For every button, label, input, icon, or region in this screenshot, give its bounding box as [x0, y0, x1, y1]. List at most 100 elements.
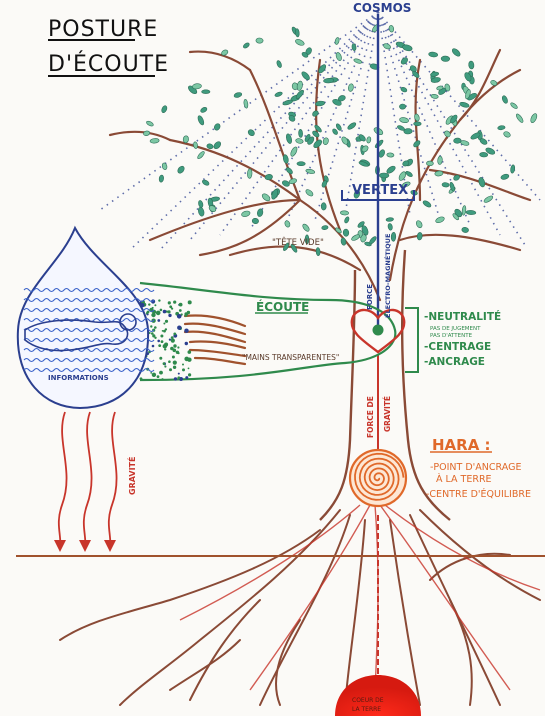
- cosmos-rays: [99, 11, 541, 251]
- leaf: [430, 77, 441, 83]
- particle: [177, 372, 180, 375]
- leaf: [149, 138, 160, 144]
- leaf: [435, 216, 445, 224]
- coeur-terre-label-1: COEUR DE: [352, 697, 384, 704]
- particle: [164, 348, 167, 351]
- leaf: [312, 110, 319, 117]
- leaf: [296, 161, 306, 167]
- particle: [187, 300, 192, 305]
- leaf: [351, 43, 357, 51]
- leaf: [146, 120, 154, 127]
- leaf: [510, 102, 518, 109]
- leaf: [450, 114, 458, 124]
- leaf: [282, 99, 293, 106]
- leaf: [369, 236, 377, 245]
- leaf: [405, 171, 413, 177]
- leaf: [483, 195, 494, 203]
- leaf: [161, 105, 168, 113]
- leaf: [281, 180, 290, 187]
- tete-vide-label: "TÊTE VIDE": [272, 236, 324, 248]
- leaf: [143, 130, 151, 136]
- particle: [182, 363, 184, 366]
- leaf: [247, 129, 255, 137]
- leaf: [283, 242, 290, 251]
- leaf: [334, 37, 340, 45]
- particle: [148, 332, 151, 334]
- particle: [188, 373, 192, 377]
- particle: [187, 350, 192, 354]
- leaf: [383, 43, 391, 50]
- info-wave: [23, 297, 155, 303]
- particle: [171, 355, 175, 359]
- particle: [162, 309, 167, 314]
- particle: [156, 375, 160, 378]
- info-wave: [23, 357, 155, 363]
- leaf: [347, 122, 357, 130]
- particle: [150, 325, 153, 328]
- ecoute-channel: [139, 281, 397, 382]
- leaf: [440, 55, 450, 62]
- leaf: [214, 123, 221, 131]
- reclining-figure: [24, 313, 137, 352]
- leaf: [288, 178, 297, 184]
- particle: [161, 330, 164, 332]
- leaf: [255, 37, 264, 44]
- leaf: [243, 98, 249, 109]
- leaf: [192, 83, 202, 90]
- ecoute-inner-bracket: [405, 307, 419, 373]
- leaf: [340, 237, 347, 246]
- particle: [168, 338, 171, 341]
- leaf: [416, 232, 423, 241]
- leaf: [485, 147, 496, 155]
- leaf: [241, 210, 251, 217]
- particle: [184, 341, 188, 346]
- particle: [170, 336, 174, 339]
- leaf: [286, 133, 292, 144]
- leaf: [388, 25, 395, 33]
- leaf: [290, 243, 298, 253]
- hara-label: HARA :: [432, 436, 491, 454]
- particle: [154, 336, 157, 339]
- leaf: [468, 60, 475, 70]
- leaf: [213, 141, 221, 150]
- particle: [158, 344, 162, 347]
- leaf: [198, 206, 205, 217]
- leaf: [202, 179, 210, 186]
- leaf: [390, 232, 397, 242]
- particle: [139, 377, 143, 381]
- leaf: [243, 42, 250, 49]
- leaf: [332, 128, 338, 135]
- particle: [185, 376, 189, 380]
- leaf: [465, 210, 477, 215]
- heart-icon: [350, 308, 406, 354]
- leaf: [387, 223, 393, 231]
- info-wave: [23, 327, 155, 333]
- leaf: [467, 93, 477, 101]
- leaf: [305, 168, 316, 174]
- leaf: [257, 208, 264, 217]
- particle: [177, 325, 182, 330]
- particle: [146, 310, 150, 314]
- leaf: [337, 95, 346, 102]
- leaf: [400, 86, 408, 93]
- leaf: [197, 151, 205, 160]
- leaf: [335, 227, 342, 234]
- leaf: [305, 189, 314, 197]
- leaf: [402, 160, 410, 167]
- leaf: [285, 167, 293, 175]
- hands: [183, 314, 247, 366]
- particle: [155, 310, 161, 316]
- leaf: [295, 89, 304, 99]
- vertex-label: VERTEX: [352, 183, 408, 198]
- leaf: [497, 125, 506, 131]
- leaf: [197, 115, 205, 126]
- leaf: [500, 173, 510, 180]
- leaf: [414, 113, 420, 122]
- leaf: [452, 213, 460, 221]
- leaf: [193, 141, 198, 149]
- mains-transparentes-label: "MAINS TRANSPARENTES": [242, 353, 339, 362]
- leaf: [321, 225, 329, 230]
- particle: [178, 309, 182, 312]
- particle: [168, 313, 172, 318]
- particle: [163, 329, 166, 333]
